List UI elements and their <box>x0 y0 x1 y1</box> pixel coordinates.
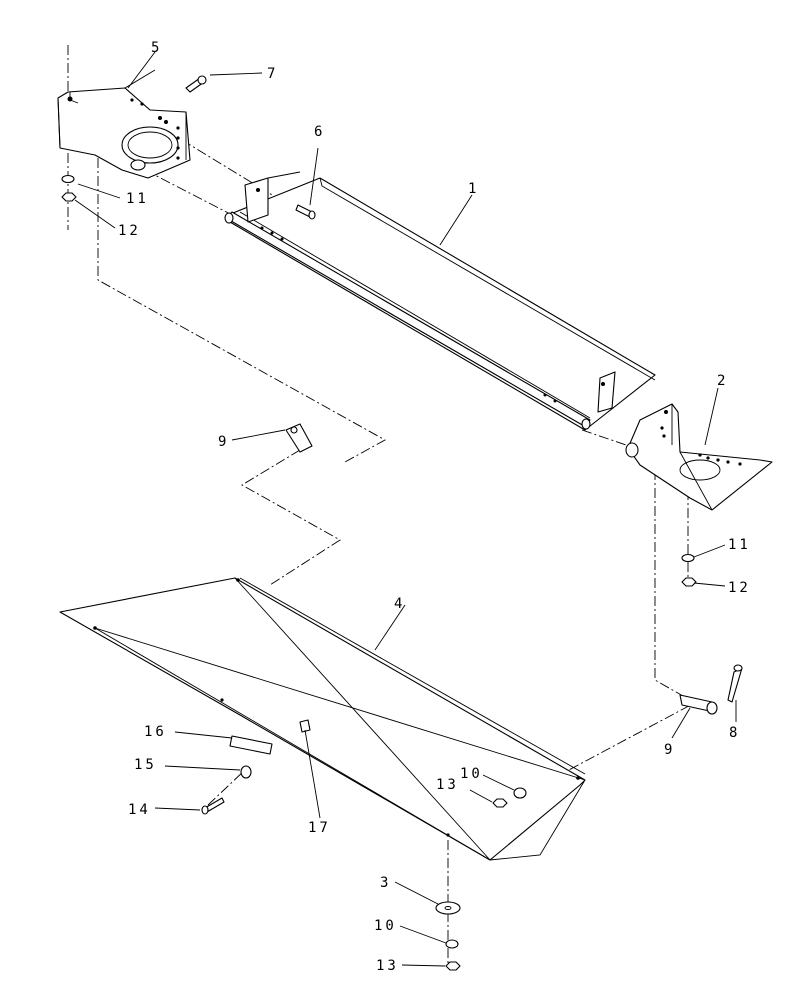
washer-11-left <box>61 174 75 184</box>
callout-12-left: 12 <box>118 223 141 239</box>
callout-16: 16 <box>144 724 167 740</box>
callout-labels: 1 2 3 4 5 6 7 8 9 9 10 10 11 11 12 12 13… <box>118 40 751 974</box>
plate-16 <box>229 735 273 755</box>
bolt-8 <box>727 664 743 703</box>
callout-5: 5 <box>151 40 162 56</box>
part-1-upper-pan <box>224 171 656 431</box>
callout-6: 6 <box>314 124 325 140</box>
callout-17: 17 <box>308 820 331 836</box>
callout-9-upper: 9 <box>218 434 229 450</box>
assembly-centerlines <box>67 45 701 965</box>
washer-10-lower <box>445 939 459 949</box>
nut-13-lower <box>445 961 461 971</box>
callout-11-left: 11 <box>126 191 149 207</box>
callout-13-lower: 13 <box>376 958 399 974</box>
callout-10-upper: 10 <box>460 766 483 782</box>
nut-12-right <box>681 577 697 587</box>
callout-13-upper: 13 <box>436 777 459 793</box>
stud-17 <box>299 719 311 733</box>
part-4-lower-pan <box>59 577 586 861</box>
callout-4: 4 <box>394 596 405 612</box>
callout-1: 1 <box>468 181 479 197</box>
callout-12-right: 12 <box>728 580 751 596</box>
pin-7 <box>185 75 207 93</box>
nut-12-left <box>61 192 77 202</box>
callout-11-right: 11 <box>728 537 751 553</box>
washer-3 <box>435 901 461 915</box>
callout-2: 2 <box>717 373 728 389</box>
callout-10-lower: 10 <box>374 918 397 934</box>
washer-11-right <box>681 553 695 563</box>
bracket-9-lower <box>679 694 718 715</box>
nut-13-upper <box>492 798 508 808</box>
callout-9-lower: 9 <box>664 742 675 758</box>
washer-10-upper <box>513 787 527 799</box>
leader-lines <box>74 51 737 967</box>
part-5-left-bracket <box>57 69 191 179</box>
callout-8: 8 <box>729 725 740 741</box>
callout-14: 14 <box>128 802 151 818</box>
callout-15: 15 <box>134 757 157 773</box>
callout-7: 7 <box>267 66 278 82</box>
bolt-14 <box>201 797 225 815</box>
washer-15 <box>240 765 252 779</box>
callout-3: 3 <box>380 875 391 891</box>
bracket-9-upper <box>285 423 313 453</box>
pin-6 <box>295 204 316 220</box>
part-2-right-bracket <box>625 403 773 511</box>
